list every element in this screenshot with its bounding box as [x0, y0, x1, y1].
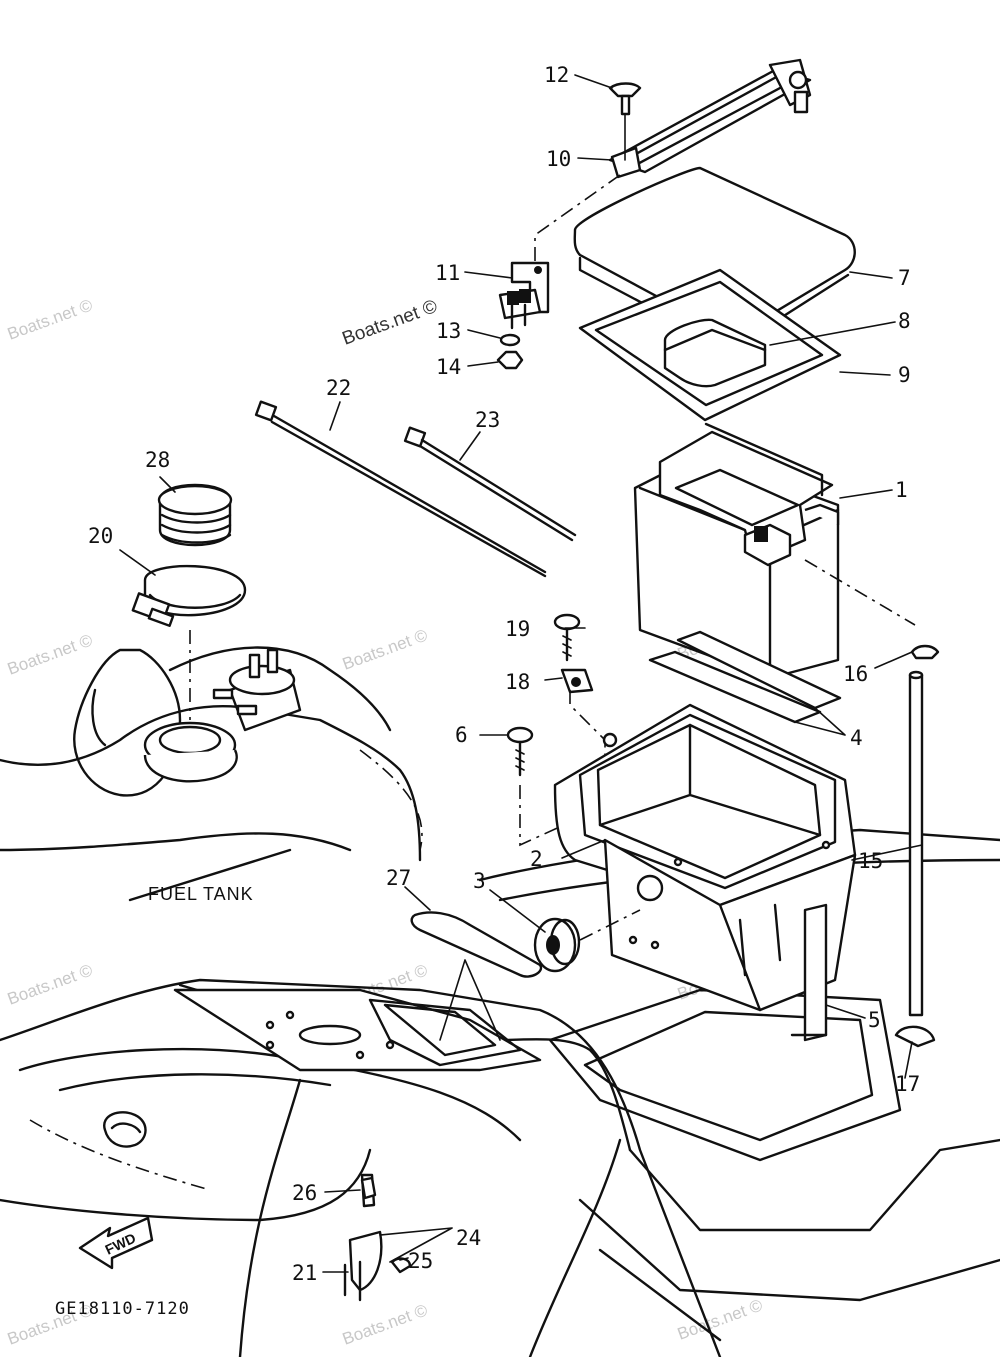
- watermark-text: Boats.net ©: [5, 295, 96, 343]
- connector-clip: [343, 1173, 412, 1302]
- battery-cover: [573, 166, 856, 422]
- callout-11: 11: [435, 261, 460, 285]
- callout-16: 16: [843, 662, 868, 686]
- callout-2: 2: [530, 847, 543, 871]
- callout-10: 10: [546, 147, 571, 171]
- callout-9: 9: [898, 363, 911, 387]
- callout-18: 18: [505, 670, 530, 694]
- callout-23: 23: [475, 408, 500, 432]
- callout-21: 21: [292, 1261, 317, 1285]
- callout-26: 26: [292, 1181, 317, 1205]
- callout-25: 25: [408, 1249, 433, 1273]
- battery-pads: [648, 630, 842, 724]
- battery-band: [496, 58, 812, 370]
- cap-and-clamp: [131, 483, 247, 720]
- callout-labels: 12 10 11 13 14 7 8 9 1 4 5 15 16 17 19 1…: [88, 63, 920, 1285]
- callout-7: 7: [898, 266, 911, 290]
- callout-13: 13: [436, 319, 461, 343]
- watermark-text: Boats.net ©: [5, 960, 96, 1008]
- watermark-text: Boats.net ©: [340, 296, 441, 350]
- hull-body: [0, 828, 1000, 1357]
- fuel-tank: [0, 646, 423, 902]
- callout-1: 1: [895, 478, 908, 502]
- seal-pad: [410, 911, 543, 1041]
- callout-28: 28: [145, 448, 170, 472]
- callout-5: 5: [868, 1008, 881, 1032]
- figure-code: GE18110-7120: [55, 1299, 190, 1319]
- vent-hose: [894, 644, 940, 1048]
- cable-ties: [254, 400, 577, 578]
- callout-4: 4: [850, 726, 863, 750]
- callout-15: 15: [858, 849, 883, 873]
- callout-19: 19: [505, 617, 530, 641]
- callout-8: 8: [898, 309, 911, 333]
- callout-3: 3: [473, 869, 486, 893]
- watermark-text: Boats.net ©: [340, 625, 431, 673]
- callout-27: 27: [386, 866, 411, 890]
- strap: [790, 903, 828, 1042]
- callout-6: 6: [455, 723, 468, 747]
- leader-lines: [119, 74, 923, 1273]
- battery-box: [553, 703, 857, 1012]
- watermark-text: Boats.net ©: [340, 1300, 431, 1348]
- fasteners: [506, 613, 606, 847]
- watermark-text: Boats.net ©: [675, 1295, 766, 1343]
- watermark-text: Boats.net ©: [5, 630, 96, 678]
- callout-24: 24: [456, 1226, 481, 1250]
- callout-17: 17: [895, 1072, 920, 1096]
- fwd-arrow: FWD: [78, 1216, 154, 1270]
- callout-14: 14: [436, 355, 461, 379]
- callout-20: 20: [88, 524, 113, 548]
- callout-22: 22: [326, 376, 351, 400]
- fuel-tank-caption: FUEL TANK: [148, 884, 254, 904]
- battery: [633, 422, 916, 680]
- callout-12: 12: [544, 63, 569, 87]
